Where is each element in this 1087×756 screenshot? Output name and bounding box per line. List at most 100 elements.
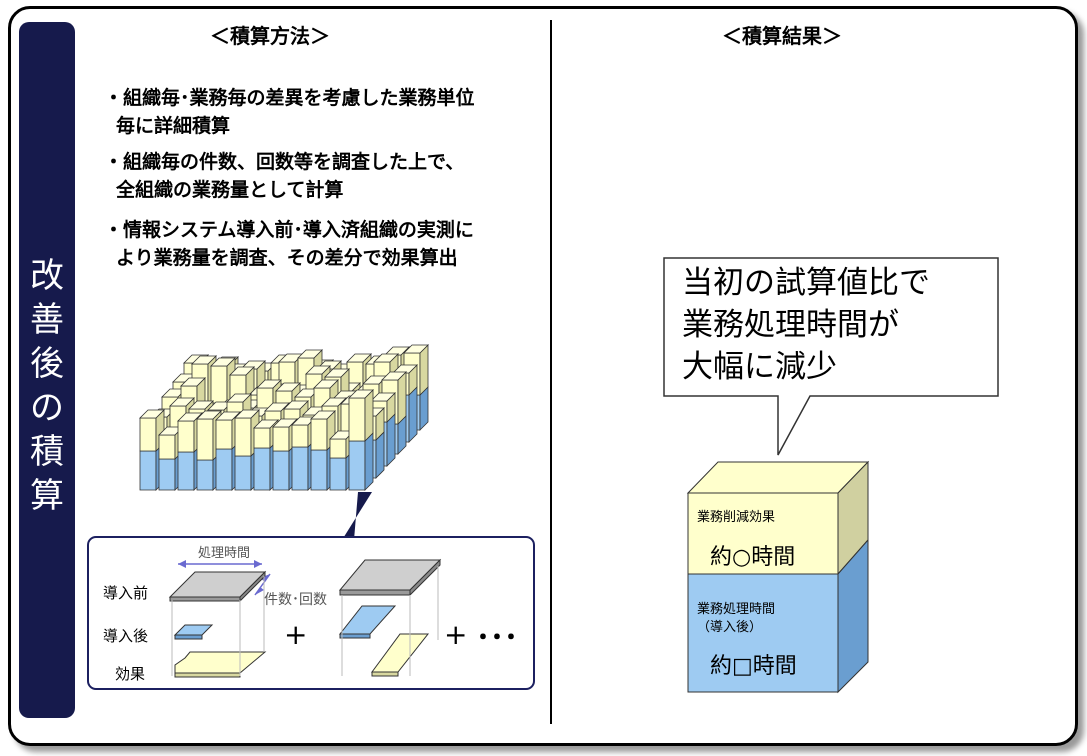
bar-face — [291, 424, 309, 448]
bar-face — [264, 402, 290, 412]
bar-face — [324, 368, 350, 378]
callout-text: 当初の試算値比で 業務処理時間が 大幅に減少 — [682, 262, 930, 388]
bar-face — [397, 371, 407, 425]
pointer-wedge — [342, 492, 372, 540]
time-arrow-head — [254, 560, 262, 568]
sidebar-title: 改 善 後 の 積 算 — [19, 254, 75, 518]
bar-face — [310, 449, 328, 491]
time-arrow-head — [178, 560, 186, 568]
bar-face — [196, 418, 214, 461]
bar-face — [226, 393, 252, 403]
bar-face — [215, 419, 233, 450]
bar-face — [275, 382, 301, 392]
sidebar-char: の — [30, 388, 64, 428]
guide-lines-2 — [341, 566, 439, 676]
bar-face — [329, 457, 347, 491]
guide-lines-1 — [171, 576, 265, 676]
slab-effect-1 — [174, 651, 267, 678]
bullet-line: ・情報システム導入前･導入済組織の実測に — [104, 219, 474, 241]
bullet-3: ・情報システム導入前･導入済組織の実測に より業務量を調査、その差分で効果算出 — [104, 216, 474, 272]
row-label-before: 導入前 — [103, 584, 149, 602]
bar-face — [210, 357, 236, 367]
ellipsis: ･･･ — [476, 621, 519, 654]
plus-sign: + — [284, 618, 308, 651]
bar-face — [321, 397, 347, 407]
slab-before-1 — [168, 570, 267, 603]
bar-face — [272, 418, 298, 428]
bullet-1: ・組織毎･業務毎の差異を考慮した業務単位 毎に詳細積算 — [104, 84, 475, 140]
bar-face — [139, 450, 157, 491]
callout-line: 業務処理時間が — [682, 307, 899, 343]
bar-face — [370, 392, 396, 402]
bar-face — [234, 409, 260, 419]
callout-line: 当初の試算値比で — [682, 265, 930, 301]
bar-face — [305, 365, 331, 375]
bar-face — [196, 410, 222, 420]
bar-face — [310, 410, 336, 420]
cube-top — [686, 461, 870, 494]
processing-label: 業務処理時間 — [697, 602, 776, 617]
bar-face — [348, 389, 374, 399]
callout-bubble — [663, 257, 999, 456]
sidebar-char: 算 — [30, 476, 64, 516]
processing-box — [687, 573, 839, 693]
bar-face — [253, 427, 271, 449]
sidebar-char: 積 — [30, 432, 64, 472]
bar-face — [234, 455, 252, 491]
effect-value: 約○時間 — [710, 545, 796, 570]
bar-grid — [139, 344, 429, 491]
bar-face — [329, 438, 347, 459]
bar-face — [364, 432, 374, 491]
bar-face — [408, 386, 418, 443]
label-process-time: 処理時間 — [198, 546, 251, 561]
bar-face — [196, 459, 214, 491]
bar-face — [283, 400, 309, 410]
bullet-line: ・組織毎･業務毎の差異を考慮した業務単位 — [104, 87, 475, 109]
result-heading: ＜積算結果＞ — [722, 24, 842, 48]
sidebar-char: 後 — [30, 344, 64, 384]
bar-face — [177, 412, 203, 422]
plus-sign: + — [444, 618, 468, 651]
bar-face — [215, 411, 241, 421]
bar-face — [313, 379, 339, 389]
bar-face — [177, 420, 195, 453]
bar-face — [215, 448, 233, 491]
bar-face — [291, 446, 309, 491]
bar-face — [180, 377, 206, 387]
bullet-line: 全組織の業務量として計算 — [116, 179, 344, 201]
bullet-line: 毎に詳細積算 — [116, 115, 231, 137]
bar-face — [348, 440, 366, 491]
bar-face — [272, 426, 290, 452]
bar-face — [253, 419, 279, 429]
callout-line: 大幅に減少 — [682, 349, 837, 385]
bar-face — [229, 366, 255, 376]
bullet-line: ・組織毎の件数、回数等を調査した上で、 — [104, 151, 465, 173]
sidebar-title-box: 改 善 後 の 積 算 — [19, 22, 75, 718]
bar-face — [234, 417, 252, 457]
bar-face — [310, 418, 328, 451]
bar-face — [386, 413, 396, 467]
bar-face — [297, 349, 323, 359]
bar-face — [191, 355, 217, 365]
effect-label: 業務削減効果 — [697, 510, 776, 525]
label-count: 件数･回数 — [264, 592, 327, 608]
bar-face — [256, 379, 282, 389]
slab-effect-2 — [371, 633, 430, 677]
bar-face — [381, 371, 407, 381]
count-arrow-head — [255, 587, 264, 595]
bar-face — [158, 458, 176, 491]
bar-face — [158, 434, 176, 460]
bar-face — [272, 450, 290, 491]
slab-after-1 — [173, 624, 214, 640]
bar-face — [346, 353, 372, 363]
processing-sublabel: （導入後） — [697, 620, 763, 635]
effect-box — [687, 492, 839, 575]
bar-face — [188, 400, 214, 410]
row-label-after: 導入後 — [103, 627, 149, 645]
slab-after-2 — [338, 605, 397, 639]
slab-before-2 — [338, 558, 442, 597]
bar-face — [139, 409, 165, 419]
bar-face — [348, 397, 366, 442]
bar-face — [373, 353, 399, 363]
bullet-line: より業務量を調査、その差分で効果算出 — [116, 247, 458, 269]
